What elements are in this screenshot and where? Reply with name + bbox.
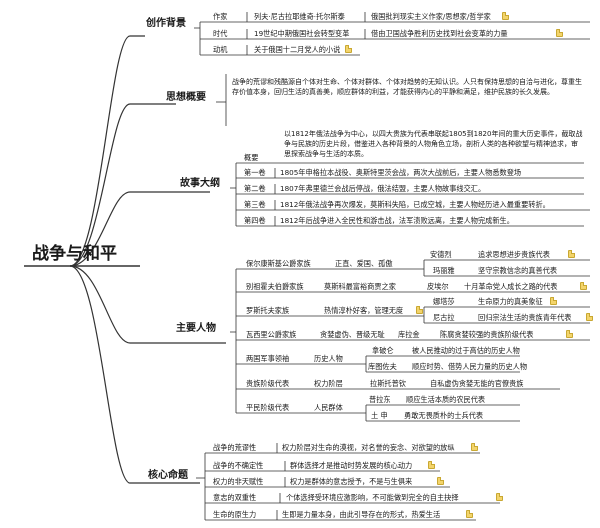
core-label: 权力的非天赋性 [213,477,264,486]
core-text: 生即是力量本身，由此引导存在的形式，热爱生活 [282,510,441,519]
member-desc: 坚守宗教信念的真善代表 [478,266,558,275]
member-name: 皮埃尔 [427,282,449,291]
note-icon[interactable] [437,477,444,485]
note-icon[interactable] [566,330,573,338]
member-name: 普拉东 [369,395,391,404]
family-trait: 历史人物 [314,354,343,363]
member-desc: 顺应生活本质的农民代表 [406,395,486,404]
core-label: 战争的荒谬性 [213,443,257,452]
family-trait: 莫斯科最富裕商贾之家 [324,282,396,291]
member-desc: 被人民推动的过于高估的历史人物 [412,346,520,355]
creation-label-motive: 动机 [213,45,228,54]
note-icon[interactable] [471,443,478,451]
branch-plot-title: 故事大纲 [180,178,220,189]
family-trait: 贪婪虚伪、晋级无耻 [320,330,385,339]
note-icon[interactable] [580,282,587,290]
family-trait: 正直、爱国、孤傲 [335,259,393,268]
creation-value-author: 列夫·尼古拉耶维奇·托尔斯泰 [254,12,345,21]
family-name: 两国军事领袖 [246,354,290,363]
plot-overview-label: 概要 [244,153,259,162]
creation-label-author: 作家 [213,12,228,21]
note-icon[interactable] [550,297,557,305]
branch-core-title: 核心命题 [148,470,188,481]
core-label: 生命的原生力 [213,510,257,519]
core-text: 权力阶层对生命的漠视，对名誉的妄念、对欲望的放纵 [282,443,455,452]
member-name: 玛丽雅 [433,266,455,275]
plot-overview: 以1812年俄法战争为中心，以四大贵族为代表串联起1805到1820年间的重大历… [284,130,583,158]
creation-value-era: 19世纪中期俄国社会转型变革 [254,29,350,38]
family-trait: 人民群体 [314,403,343,412]
plot-volume-label: 第二卷 [244,184,266,193]
member-name: 安德烈 [430,250,452,259]
member-desc: 生命原力的真美象征 [478,297,543,306]
plot-volume-text: 1812年后战争进入全民性和游击战，法军溃败远离，主要人物完成新生。 [280,216,514,225]
member-desc: 追求思想进步贵族代表 [478,250,550,259]
member-desc: 顺应时势、借势人民力量的历史人物 [412,362,528,371]
creation-note-author: 俄国批判现实主义作家/思想家/哲学家 [371,12,491,21]
family-name: 保尔康斯基公爵家族 [246,259,311,268]
note-icon[interactable] [496,493,503,501]
member-name: 娜塔莎 [433,297,455,306]
plot-volume-label: 第四卷 [244,216,266,225]
family-name: 罗斯托夫家族 [246,306,290,315]
member-name: 拿破仑 [372,346,394,355]
note-icon[interactable] [568,250,575,258]
branch-creation-title: 创作背景 [146,18,186,29]
branch-thought-title: 思想概要 [166,92,206,103]
branch-characters-title: 主要人物 [176,323,216,334]
note-icon[interactable] [586,313,593,321]
core-text: 权力是群体的意志授予，不是与生俱来 [290,477,413,486]
plot-volume-label: 第三卷 [244,200,266,209]
core-label: 战争的不确定性 [213,461,264,470]
core-label: 意志的双重性 [213,493,257,502]
member-desc: 自私虚伪贪婪无能的官僚贵族 [430,379,524,388]
note-icon[interactable] [502,12,509,20]
note-icon[interactable] [466,510,473,518]
member-name: 土 申 [371,411,388,420]
core-text: 群体选择才是推动时势发展的核心动力 [290,461,413,470]
member-name: 库拉金 [398,330,420,339]
family-name: 平民阶级代表 [246,403,290,412]
root-topic: 战争与和平 [32,244,117,264]
creation-label-era: 时代 [213,29,228,38]
creation-value-motive: 关于俄国十二月党人的小说 [254,45,341,54]
note-icon[interactable] [556,29,563,37]
family-trait: 热情淳朴好客，管理无度 [324,306,404,315]
member-desc: 回归宗法生活的贵族青年代表 [478,313,572,322]
note-icon[interactable] [416,306,423,314]
member-name: 拉斯托普钦 [370,379,406,388]
member-name: 库图佐夫 [368,362,397,371]
member-name: 尼古拉 [433,313,455,322]
member-desc: 陈腐贪婪较强的贵族阶级代表 [440,330,534,339]
member-desc: 十月革命党人成长之路的代表 [464,282,558,291]
note-icon[interactable] [428,461,435,469]
plot-volume-text: 1807年弗里德兰会战后停战，俄法结盟，主要人物故事线交汇。 [280,184,486,193]
plot-volume-label: 第一卷 [244,168,266,177]
family-trait: 权力阶层 [314,379,343,388]
plot-volume-text: 1805年申格拉本战役、奥斯特里茨会战，两次大战前后，主要人物悉数登场 [280,168,522,177]
family-name: 别祖霍夫伯爵家族 [246,282,304,291]
family-name: 瓦西里公爵家族 [246,330,297,339]
core-text: 个体选择受环境应激影响，不可能做到完全的自主抉择 [286,493,459,502]
family-name: 贵族阶级代表 [246,379,290,388]
note-icon[interactable] [345,45,352,53]
plot-volume-text: 1812年俄法战争再次爆发，莫斯科失陷，已成空城，主要人物经历进入最重要转折。 [280,200,550,209]
creation-note-era: 借由卫国战争胜利历史找到社会变革的力量 [371,29,508,38]
member-desc: 勇敢无畏质朴的士兵代表 [404,411,484,420]
thought-summary: 战争的荒谬和残酷源自个体对生命、个体对群体、个体对趋势的无知认识。人只有保持思想… [232,78,582,96]
